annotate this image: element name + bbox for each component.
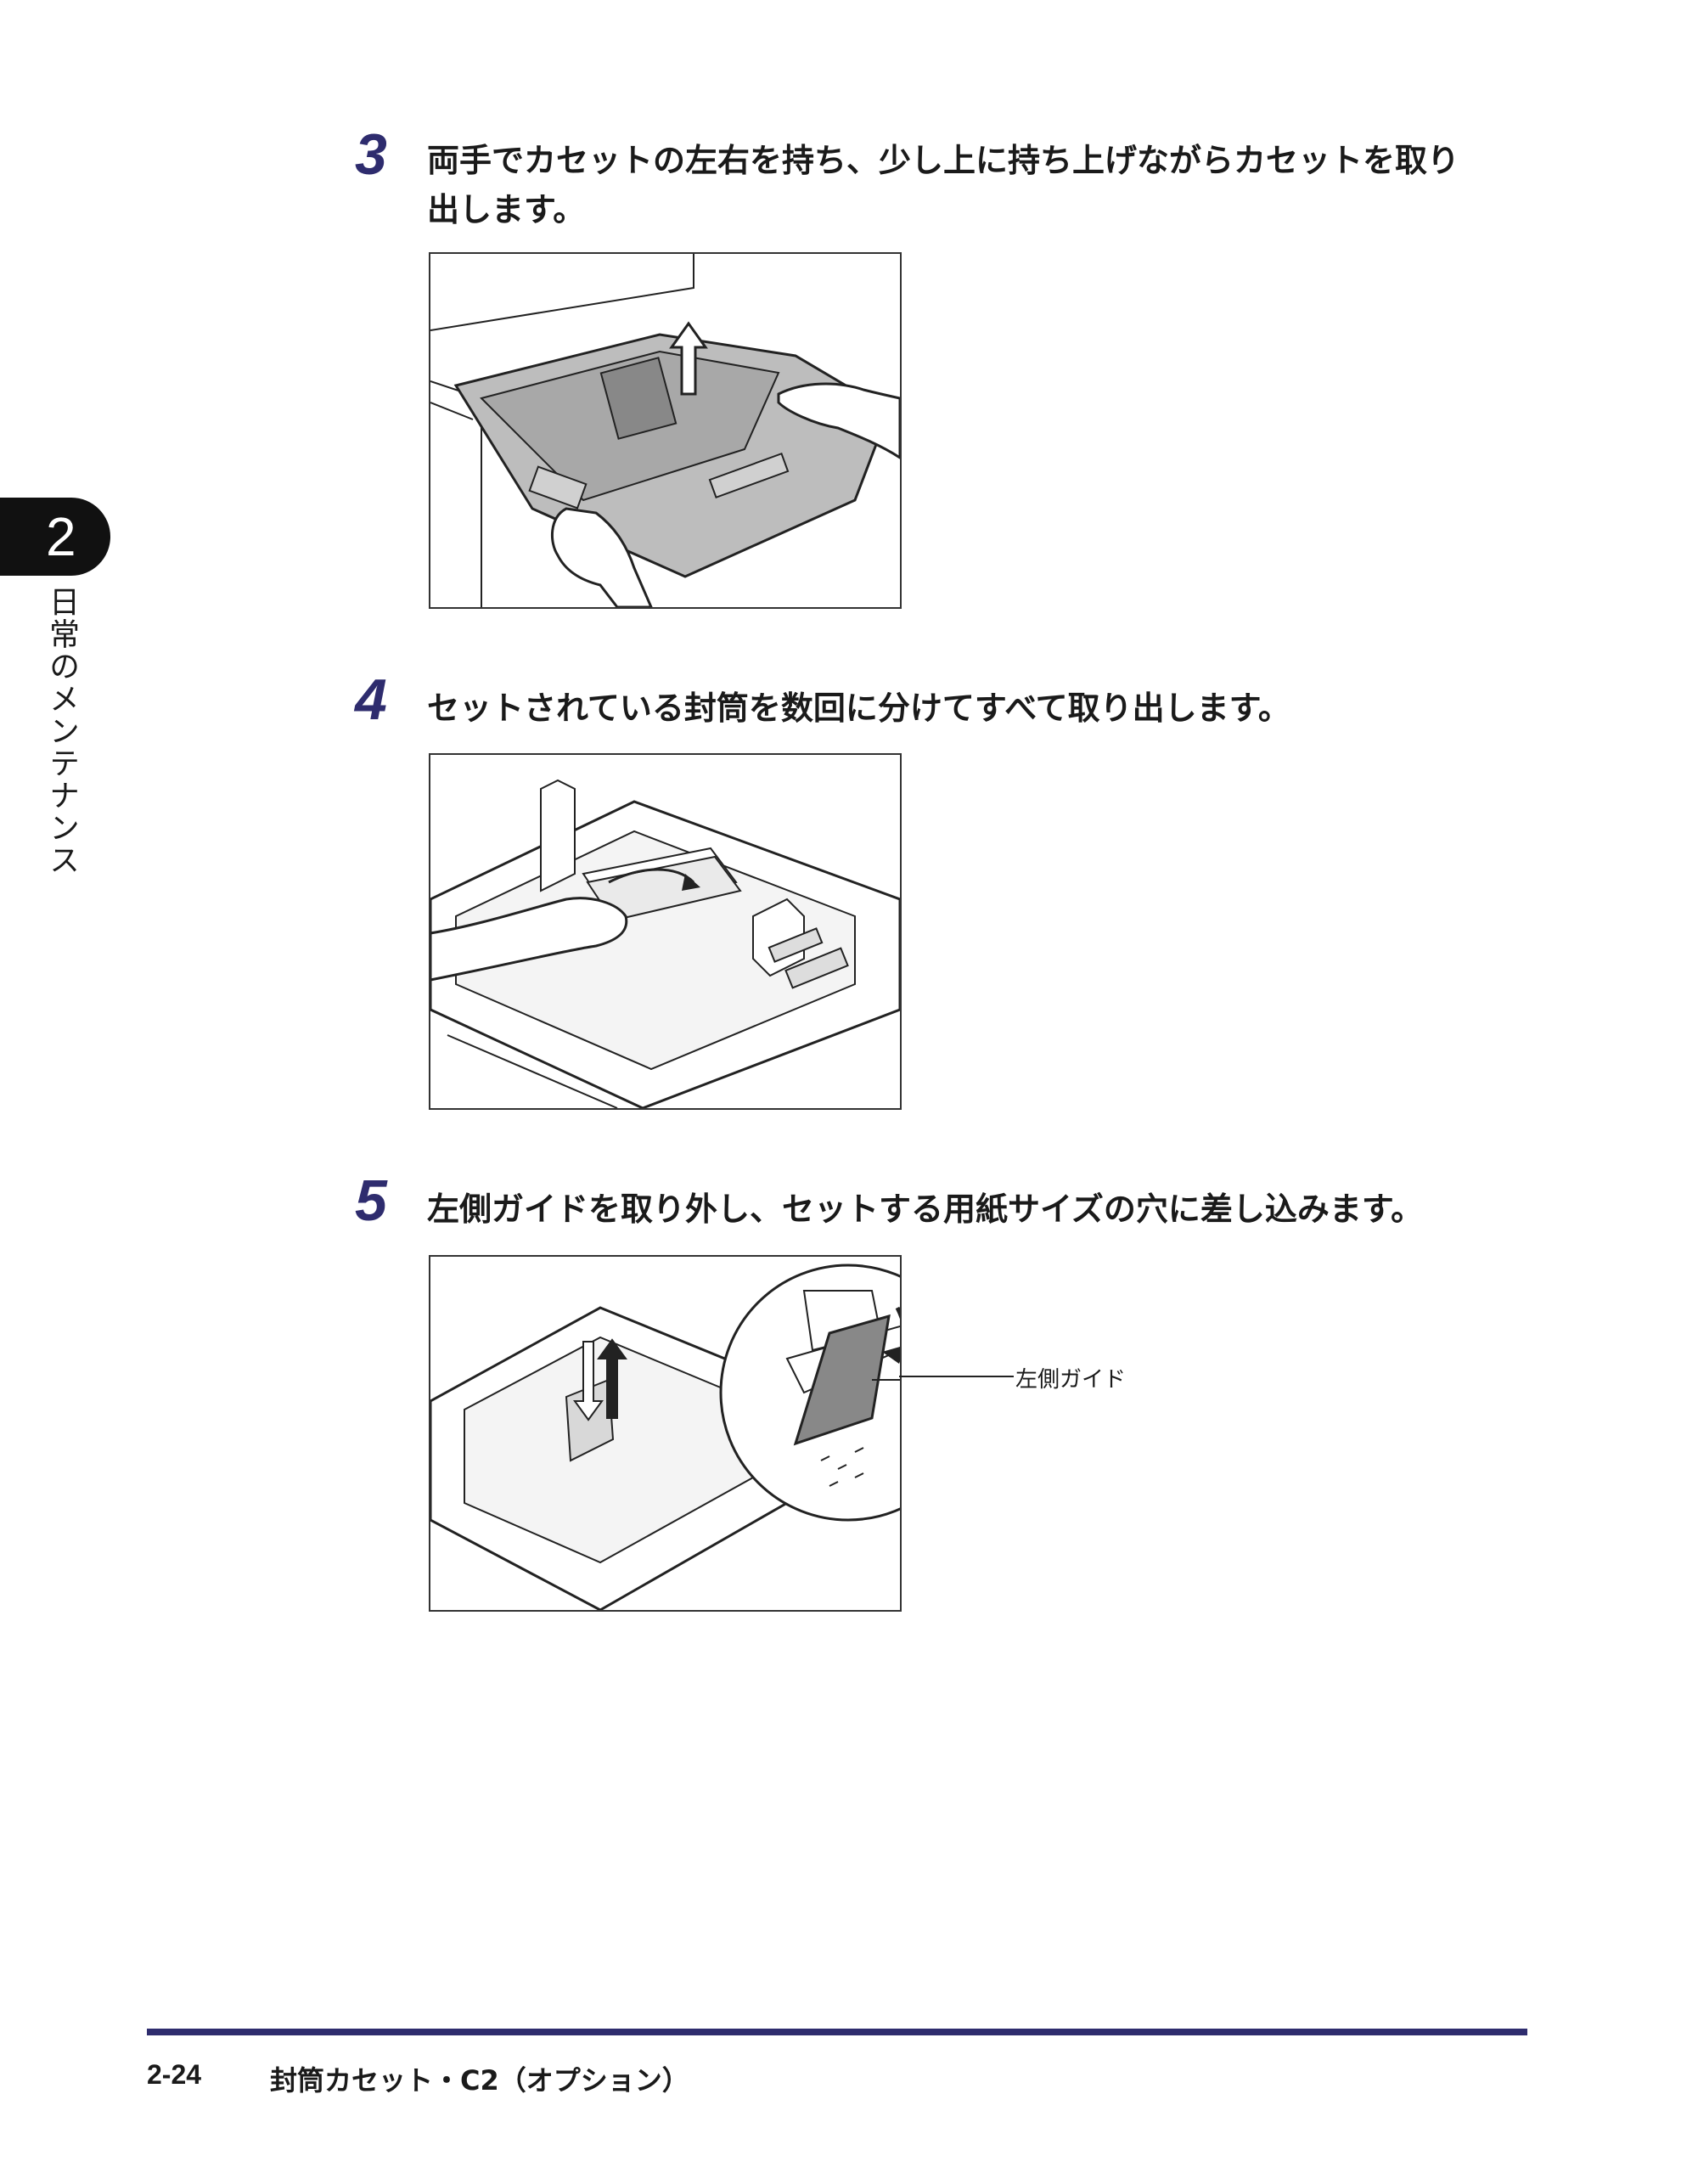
chapter-number: 2 (46, 506, 76, 567)
figure-remove-cassette (429, 252, 902, 609)
callout-leader-line (899, 1376, 1014, 1377)
step-5-line-1: 左側ガイドを取り外し、セットする用紙サイズの穴に差し込みます。 (427, 1191, 1424, 1228)
footer-rule (147, 2029, 1527, 2035)
footer-title: 封筒カセット・C2（オプション） (270, 2064, 689, 2097)
step-4-line-1: セットされている封筒を数回に分けてすべて取り出します。 (427, 690, 1290, 727)
left-guide-illustration (430, 1257, 900, 1610)
step-3-line-1: 両手でカセットの左右を持ち、少し上に持ち上げながらカセットを取り (427, 142, 1460, 179)
step-number-5: 5 (355, 1168, 387, 1233)
page-number: 2-24 (147, 2059, 202, 2090)
step-text-5: 左側ガイドを取り外し、セットする用紙サイズの穴に差し込みます。 (427, 1185, 1531, 1234)
step-number-4: 4 (355, 667, 387, 732)
callout-left-guide: 左側ガイド (1015, 1367, 1127, 1393)
cassette-lift-illustration (430, 254, 900, 607)
step-text-4: セットされている封筒を数回に分けてすべて取り出します。 (427, 684, 1531, 733)
chapter-tab: 2 (0, 498, 110, 576)
envelope-removal-illustration (430, 755, 900, 1108)
step-3-line-2: 出します。 (427, 191, 586, 228)
figure-left-guide (429, 1255, 902, 1612)
figure-remove-envelopes (429, 753, 902, 1110)
step-text-3: 両手でカセットの左右を持ち、少し上に持ち上げながらカセットを取り 出します。 (427, 136, 1531, 234)
chapter-title: 日常のメンテナンス (44, 586, 79, 876)
step-number-3: 3 (355, 122, 387, 187)
